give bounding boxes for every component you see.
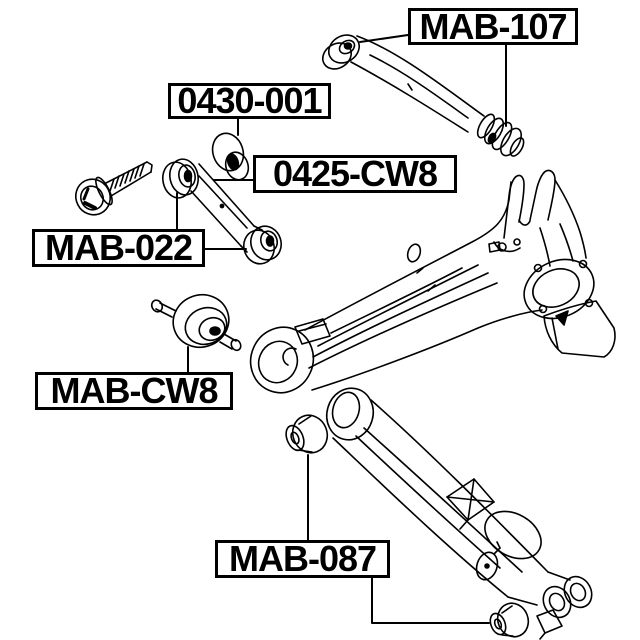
camber-bolt-drawing <box>74 161 153 216</box>
lateral-arm-drawing <box>162 158 283 265</box>
part-label-0430-001: 0430-001 <box>168 83 331 119</box>
upper-arm-drawing <box>321 34 525 157</box>
part-label-mab-cw8: MAB-CW8 <box>35 372 233 410</box>
part-label-mab-022: MAB-022 <box>32 229 205 267</box>
part-label-0425-cw8: 0425-CW8 <box>253 155 457 193</box>
pivot-bushing-drawing <box>150 293 242 352</box>
cam-washer-drawing <box>211 132 250 181</box>
part-label-mab-087: MAB-087 <box>215 540 390 578</box>
trailing-arm-knuckle-drawing <box>249 169 616 394</box>
part-label-mab-107: MAB-107 <box>408 8 578 45</box>
lower-arm-drawing <box>285 387 593 640</box>
